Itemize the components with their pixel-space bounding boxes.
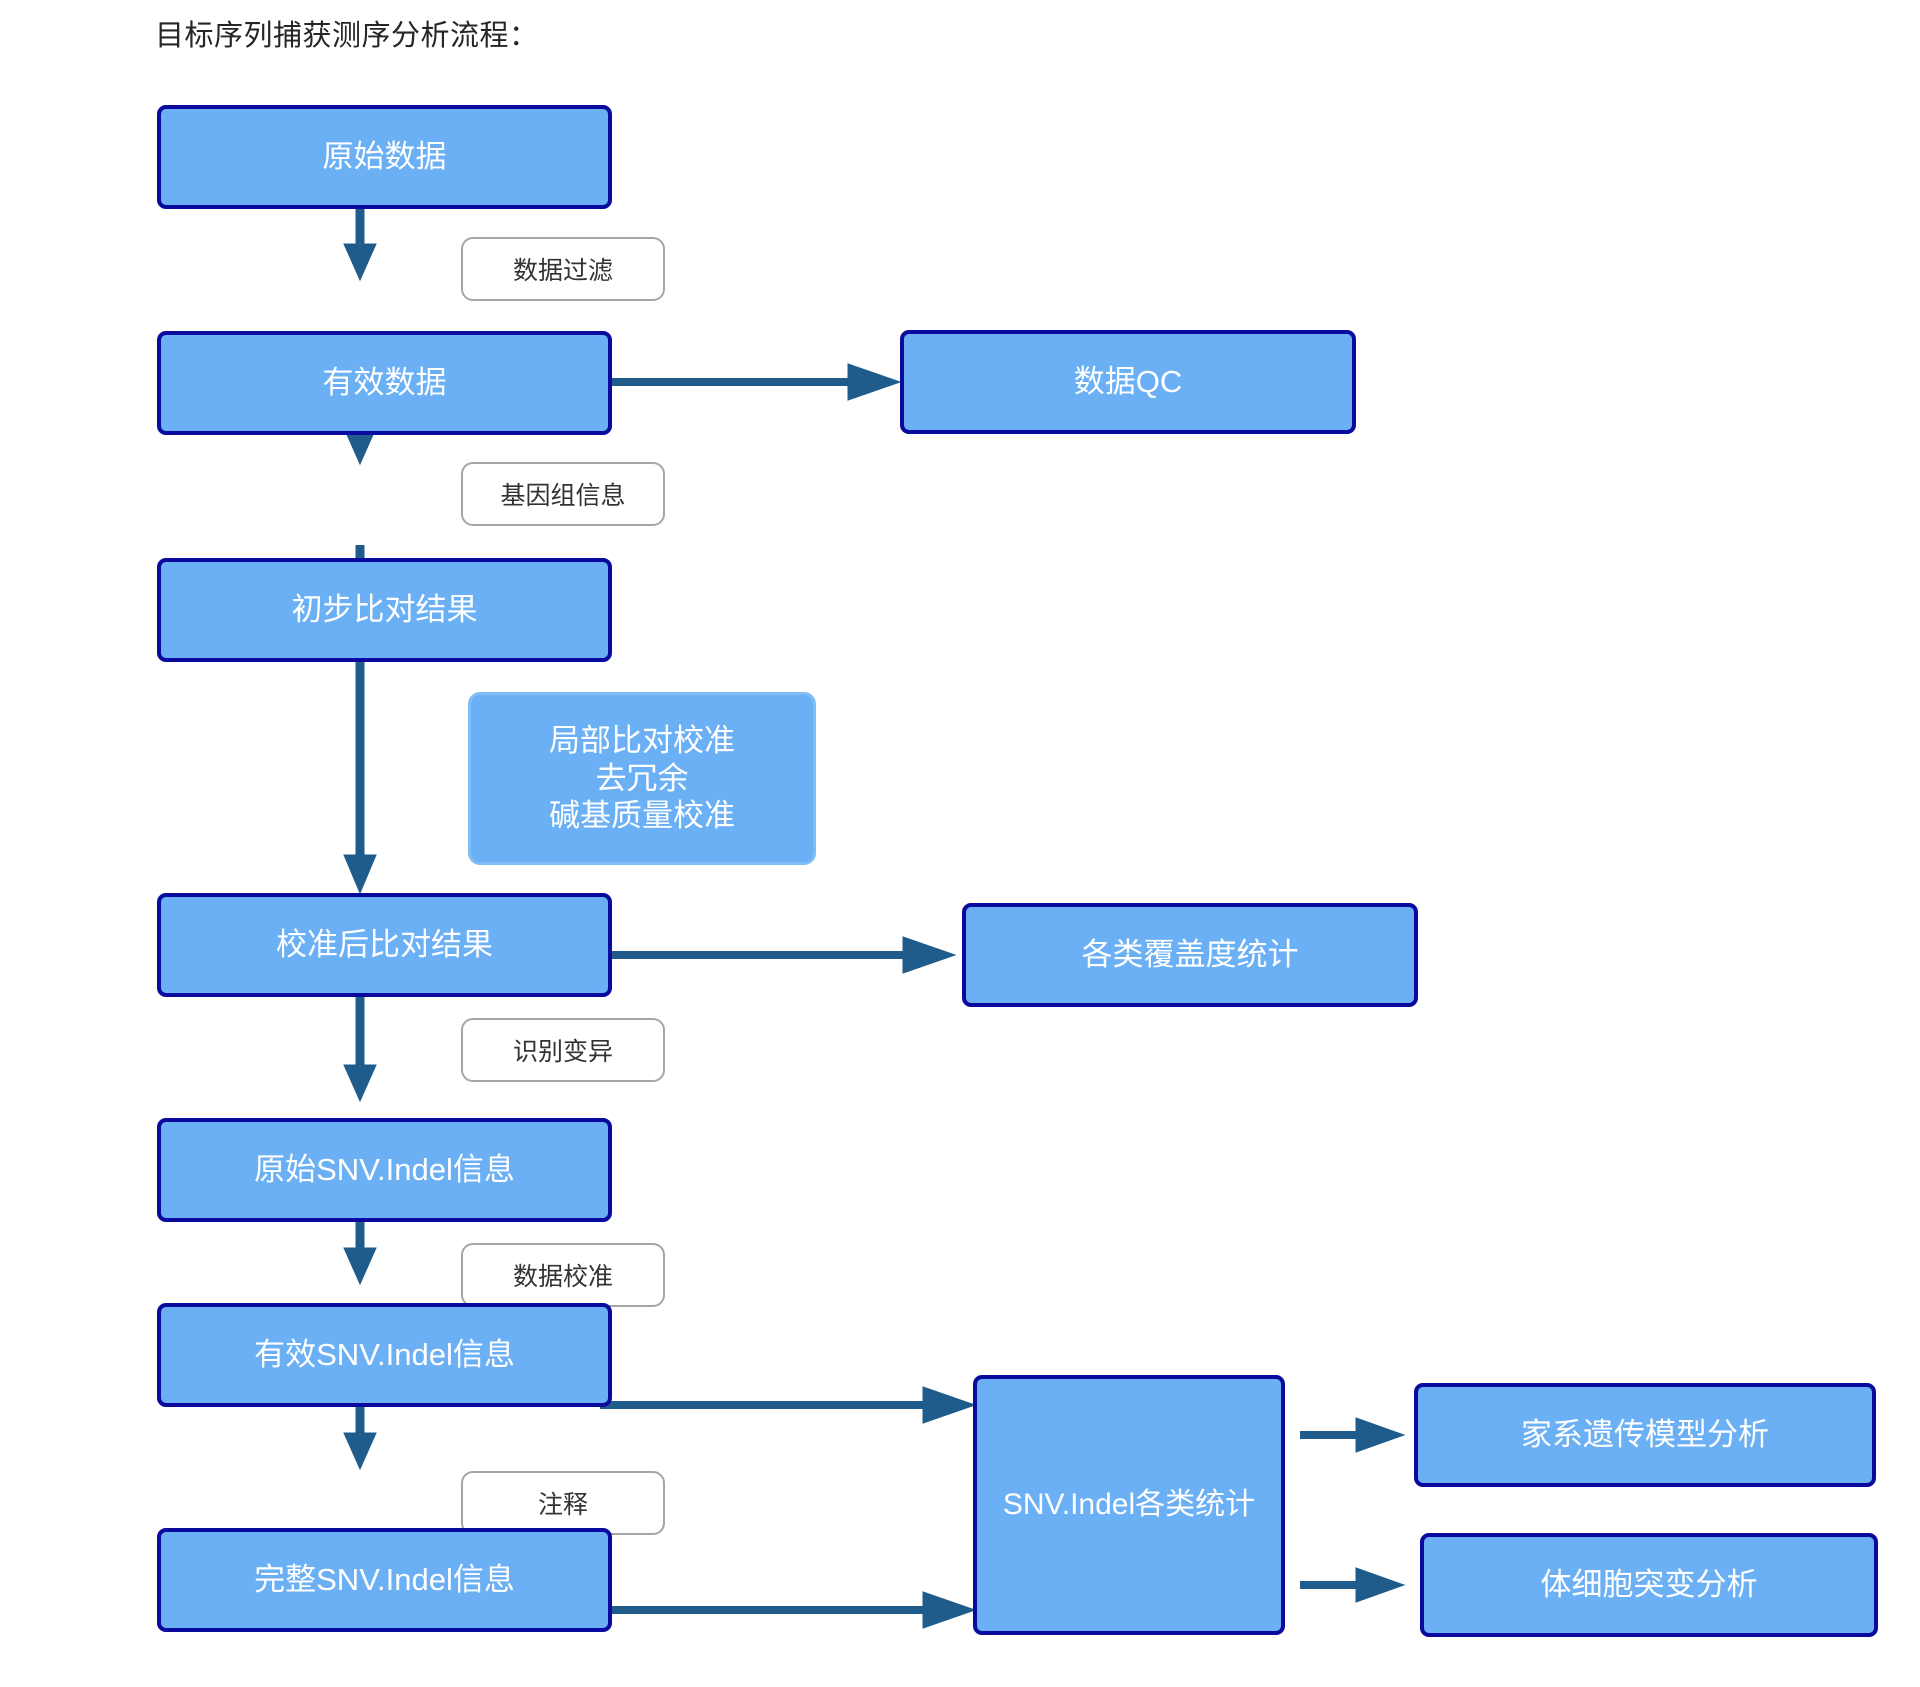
edge-stats-to-pedigree xyxy=(1300,1417,1406,1453)
edge-label-genome-info: 基因组信息 xyxy=(461,462,665,526)
node-initial-alignment[interactable]: 初步比对结果 xyxy=(157,558,612,662)
edge-stats-to-somatic xyxy=(1300,1567,1406,1603)
node-calibrated-alignment[interactable]: 校准后比对结果 xyxy=(157,893,612,997)
edge-calibrated-to-rawsnv xyxy=(343,995,377,1103)
calibration-note-line-2: 去冗余 xyxy=(595,760,689,796)
calibration-note-line-3: 碱基质量校准 xyxy=(549,798,735,834)
node-raw-snv-indel[interactable]: 原始SNV.Indel信息 xyxy=(157,1118,612,1222)
page-title: 目标序列捕获测序分析流程： xyxy=(155,20,539,52)
node-coverage-stats[interactable]: 各类覆盖度统计 xyxy=(962,903,1418,1007)
edge-valid-to-qc xyxy=(600,363,902,401)
node-valid-snv-indel[interactable]: 有效SNV.Indel信息 xyxy=(157,1303,612,1407)
node-valid-data[interactable]: 有效数据 xyxy=(157,331,612,435)
edge-label-data-calibration: 数据校准 xyxy=(461,1243,665,1307)
edge-calibrated-to-coverage xyxy=(600,936,957,974)
edge-label-data-filter: 数据过滤 xyxy=(461,237,665,301)
node-calibration-note[interactable]: 局部比对校准 去冗余 碱基质量校准 xyxy=(468,692,816,865)
node-data-qc[interactable]: 数据QC xyxy=(900,330,1356,434)
edge-complete-to-stats xyxy=(600,1591,977,1629)
node-somatic-analysis[interactable]: 体细胞突变分析 xyxy=(1420,1533,1878,1637)
node-pedigree-analysis[interactable]: 家系遗传模型分析 xyxy=(1414,1383,1876,1487)
calibration-note-line-1: 局部比对校准 xyxy=(549,722,735,758)
edge-validsnv-to-stats xyxy=(600,1386,977,1424)
edge-label-variant-calling: 识别变异 xyxy=(461,1018,665,1082)
node-complete-snv-indel[interactable]: 完整SNV.Indel信息 xyxy=(157,1528,612,1632)
node-raw-data[interactable]: 原始数据 xyxy=(157,105,612,209)
edge-label-annotation: 注释 xyxy=(461,1471,665,1535)
node-snv-indel-stats[interactable]: SNV.Indel各类统计 xyxy=(973,1375,1285,1635)
